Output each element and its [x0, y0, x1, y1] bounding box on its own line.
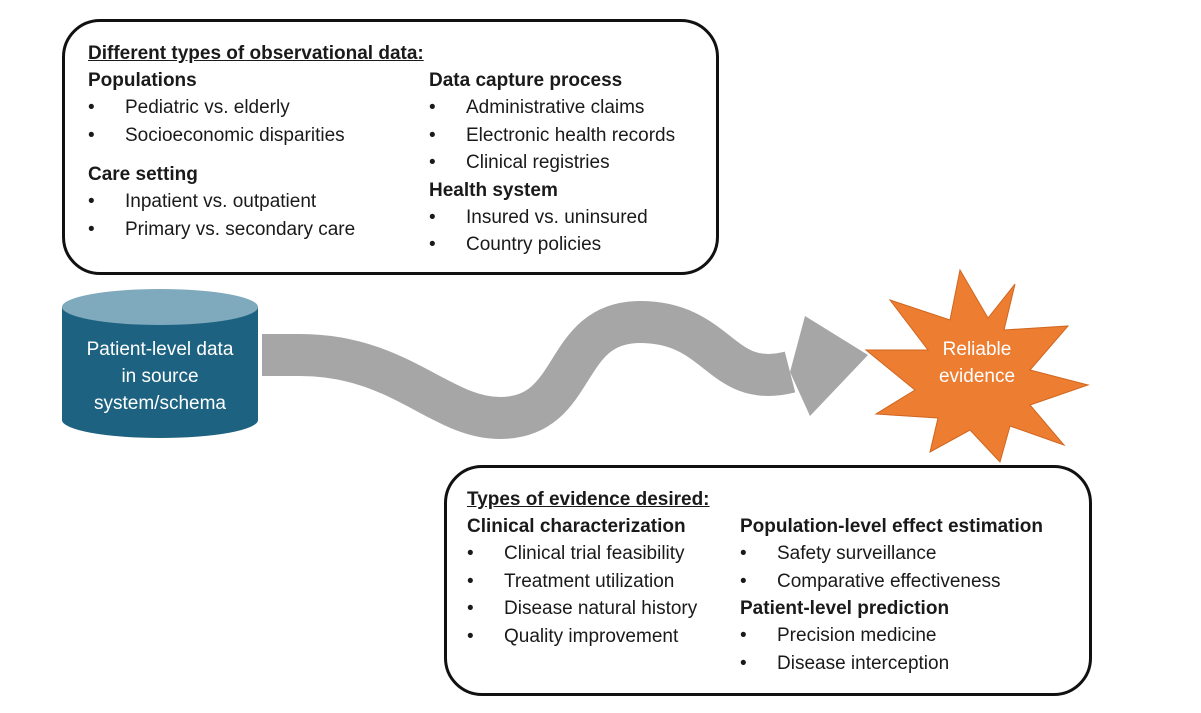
list-item: Safety surveillance	[740, 540, 1043, 568]
database-label-line-2: in source	[121, 366, 198, 387]
list-item: Clinical trial feasibility	[467, 540, 697, 568]
group-heading-patient-level: Patient-level prediction	[740, 598, 950, 619]
list-item: Disease natural history	[467, 595, 697, 623]
flow-arrow	[262, 301, 868, 439]
list-item: Administrative claims	[429, 94, 675, 122]
group-heading-population-level: Population-level effect estimation	[740, 516, 1043, 537]
evidence-types-box: Types of evidence desired: Clinical char…	[444, 465, 1092, 696]
evidence-burst-line-2: evidence	[939, 366, 1015, 387]
group-heading-populations: Populations	[88, 70, 197, 91]
clinical-characterization-list: Clinical trial feasibility Treatment uti…	[467, 540, 697, 650]
list-item: Inpatient vs. outpatient	[88, 188, 355, 216]
list-item: Precision medicine	[740, 622, 1043, 650]
flow-arrow-body	[262, 301, 796, 439]
evidence-right-column: Population-level effect estimation Safet…	[740, 513, 1043, 677]
flow-arrow-head	[790, 316, 868, 416]
list-item: Quality improvement	[467, 623, 697, 651]
list-item: Treatment utilization	[467, 568, 697, 596]
database-cylinder-body	[62, 307, 258, 438]
list-item: Socioeconomic disparities	[88, 122, 355, 150]
database-label-line-3: system/schema	[94, 393, 226, 414]
list-item: Primary vs. secondary care	[88, 216, 355, 244]
list-item: Comparative effectiveness	[740, 568, 1043, 596]
group-heading-data-capture: Data capture process	[429, 70, 623, 91]
list-item: Clinical registries	[429, 149, 675, 177]
group-heading-health-system: Health system	[429, 179, 558, 201]
evidence-burst-line-1: Reliable	[943, 339, 1012, 360]
list-item: Insured vs. uninsured	[429, 204, 675, 232]
patient-level-list: Precision medicine Disease interception	[740, 622, 1043, 677]
list-item: Disease interception	[740, 650, 1043, 678]
observational-data-box: Different types of observational data: P…	[62, 19, 719, 275]
database-cylinder-top	[62, 289, 258, 325]
evidence-burst: Reliable evidence	[864, 268, 1090, 463]
list-item: Electronic health records	[429, 122, 675, 150]
population-level-list: Safety surveillance Comparative effectiv…	[740, 540, 1043, 595]
populations-list: Pediatric vs. elderly Socioeconomic disp…	[88, 94, 355, 149]
observational-data-title: Different types of observational data:	[88, 43, 424, 64]
group-heading-care-setting: Care setting	[88, 164, 198, 185]
evidence-types-title: Types of evidence desired:	[467, 489, 710, 510]
list-item: Pediatric vs. elderly	[88, 94, 355, 122]
database-cylinder: Patient-level data in source system/sche…	[62, 289, 258, 438]
database-label-line-1: Patient-level data	[87, 339, 234, 360]
observational-right-column: Data capture process Administrative clai…	[429, 67, 675, 259]
group-heading-clinical-characterization: Clinical characterization	[467, 516, 686, 537]
health-system-list: Insured vs. uninsured Country policies	[429, 204, 675, 259]
care-setting-list: Inpatient vs. outpatient Primary vs. sec…	[88, 188, 355, 243]
evidence-left-column: Clinical characterization Clinical trial…	[467, 513, 697, 650]
list-item: Country policies	[429, 231, 675, 259]
data-capture-list: Administrative claims Electronic health …	[429, 94, 675, 177]
evidence-burst-shape	[864, 268, 1090, 463]
observational-left-column: Populations Pediatric vs. elderly Socioe…	[88, 67, 355, 243]
